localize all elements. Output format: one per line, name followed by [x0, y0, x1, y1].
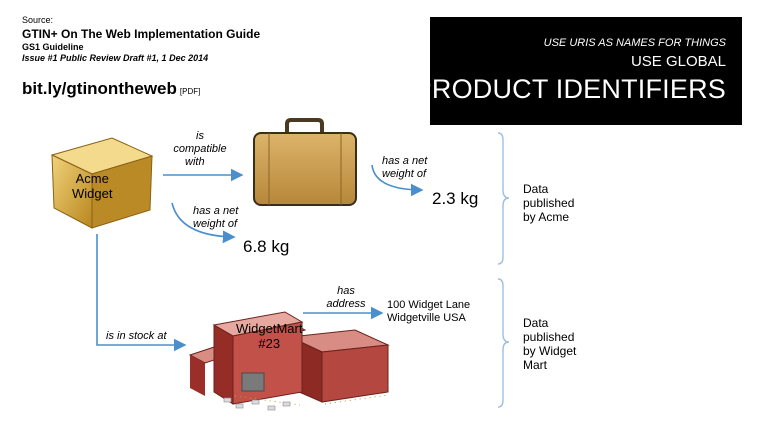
suitcase-icon	[253, 118, 357, 206]
banner-line-2: USE GLOBAL	[630, 53, 726, 70]
edge-label-line: has a net	[382, 155, 428, 167]
group-label-line: by Widget	[523, 344, 577, 358]
edge-label-compatible: is compatible with	[165, 130, 235, 169]
edge-label-line: weight of	[382, 168, 427, 180]
edge-label-line: is	[196, 130, 204, 142]
store-address: 100 Widget Lane Widgetville USA	[387, 299, 470, 325]
title-banner: USE URIS AS NAMES FOR THINGS USE GLOBAL …	[414, 17, 742, 125]
group-label-line: published	[523, 196, 575, 210]
edge-label-address: has address	[316, 285, 376, 311]
store-label: WidgetMart #23	[236, 321, 302, 351]
widget-weight-value: 6.8 kg	[243, 237, 290, 256]
widget-box-icon	[50, 137, 154, 229]
widget-label-line: Acme	[75, 171, 109, 186]
group-label-line: by Acme	[523, 210, 570, 224]
widget-label: Acme Widget	[72, 171, 112, 201]
group-label-line: Data	[523, 316, 549, 330]
pdf-tag: [PDF]	[179, 87, 201, 96]
source-link-url[interactable]: bit.ly/gtinontheweb	[22, 79, 177, 98]
source-link[interactable]: bit.ly/gtinontheweb[PDF]	[22, 79, 200, 102]
source-issue: Issue #1 Public Review Draft #1, 1 Dec 2…	[22, 53, 209, 63]
banner-line-1: USE URIS AS NAMES FOR THINGS	[543, 37, 726, 49]
edge-label-line: compatible	[173, 143, 227, 155]
edge-label-widget-weight: has a net weight of	[193, 205, 238, 231]
banner-line-3: PRODUCT IDENTIFIERS	[413, 74, 726, 104]
source-title: GTIN+ On The Web Implementation Guide	[22, 27, 261, 41]
source-subtitle: GS1 Guideline	[22, 42, 84, 52]
group-label-line: Data	[523, 182, 549, 196]
edge-label-line: has a net	[193, 205, 239, 217]
address-line: 100 Widget Lane	[387, 299, 471, 311]
group-label-line: Mart	[523, 358, 547, 372]
arrow-in-stock	[96, 234, 187, 352]
store-label-line: #23	[258, 336, 281, 351]
source-label: Source:	[22, 15, 54, 25]
group-label-line: published	[523, 330, 575, 344]
store-building-icon	[188, 311, 390, 411]
store-label-line: WidgetMart	[236, 321, 303, 336]
edge-label-line: address	[326, 298, 366, 310]
arrow-suitcase-weight	[371, 164, 424, 197]
group-label-mart: Data published by Widget Mart	[523, 316, 576, 372]
bracket-acme-data	[497, 132, 510, 265]
edge-label-suitcase-weight: has a net weight of	[382, 155, 427, 181]
suitcase-weight-value: 2.3 kg	[432, 189, 479, 208]
edge-label-line: with	[185, 156, 205, 168]
group-label-acme: Data published by Acme	[523, 182, 574, 224]
address-line: Widgetville USA	[387, 312, 466, 324]
bracket-mart-data	[497, 278, 510, 408]
arrow-widget-weight	[171, 202, 236, 244]
edge-label-line: weight of	[193, 218, 238, 230]
widget-label-line: Widget	[72, 186, 113, 201]
edge-label-line: has	[337, 285, 355, 297]
edge-label-in-stock: is in stock at	[106, 330, 167, 342]
